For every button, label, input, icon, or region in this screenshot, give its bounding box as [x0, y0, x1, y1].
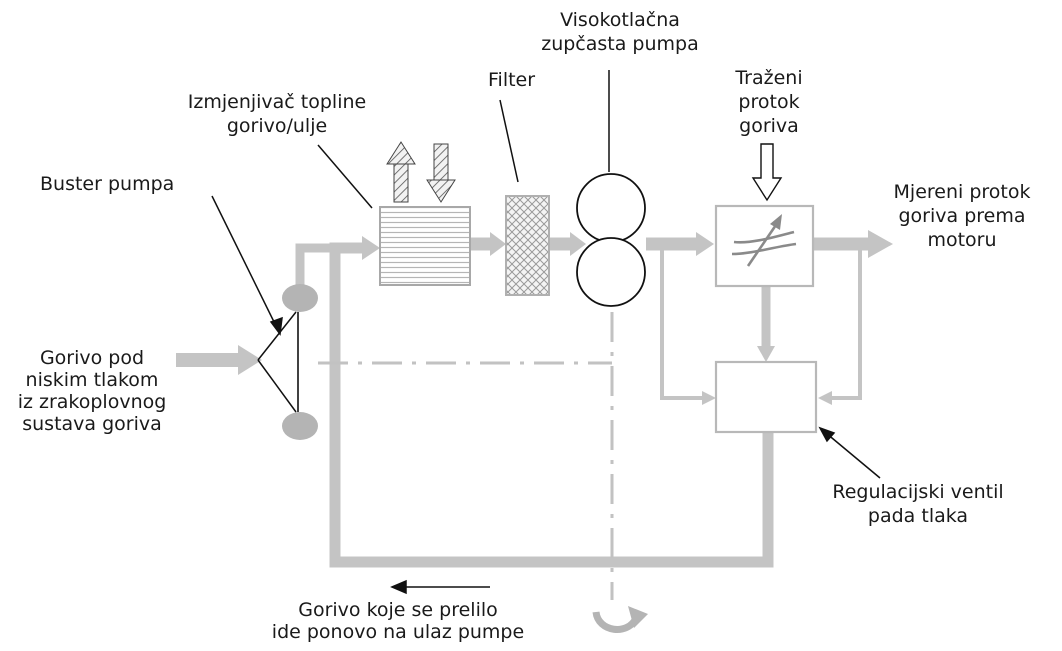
- booster-pump: [282, 284, 318, 440]
- label-filter-line-1: Filter: [488, 69, 535, 91]
- metering-variable-arrowhead: [770, 214, 782, 230]
- return-indicator-head: [390, 579, 407, 595]
- pipes: [176, 237, 872, 568]
- hp-pump-upper-gear: [576, 173, 646, 243]
- label-input-fuel-line-3: iz zrakoplovnog: [18, 391, 167, 413]
- metering-valve-box: [714, 204, 815, 288]
- label-pressure-valve-line-2: pada tlaka: [868, 505, 968, 527]
- booster-pump-upper: [282, 284, 318, 312]
- regulator-right-arrowhead: [818, 391, 832, 405]
- pump-outlet-branch: [660, 244, 706, 400]
- filter-element: [505, 195, 550, 296]
- heat-exchanger: [379, 141, 471, 286]
- drain-arrow: [592, 606, 648, 633]
- label-input-fuel-line-2: niskim tlakom: [26, 369, 159, 391]
- output-feedback-branch: [830, 244, 862, 400]
- input-fork-lower: [257, 359, 297, 413]
- valve-inlet-arrowhead: [696, 232, 714, 256]
- regulator-left-arrowhead: [702, 391, 716, 405]
- label-hp-pump-line-1: Visokotlačna: [560, 9, 680, 31]
- label-metered-flow-line-3: motoru: [927, 229, 996, 251]
- return-loop-pipe: [329, 242, 774, 568]
- heat-exchanger-box: [379, 206, 471, 286]
- label-demanded-flow-line-3: goriva: [739, 115, 799, 137]
- label-filter: Filter: [488, 69, 535, 91]
- input-fork-upper: [257, 311, 297, 361]
- label-demanded-flow-line-2: protok: [738, 91, 799, 113]
- label-input-fuel-line-1: Gorivo pod: [40, 347, 144, 369]
- pressure-regulator-box: [714, 360, 818, 434]
- label-booster-pump-line-1: Buster pumpa: [40, 173, 174, 195]
- metering-valve: [714, 204, 815, 288]
- label-return-fuel-line-2: ide ponovo na ulaz pumpe: [272, 621, 524, 643]
- demanded-flow-arrow: [751, 143, 783, 202]
- drain-arrow-curve: [592, 611, 640, 633]
- label-return-fuel-line-1: Gorivo koje se prelilo: [298, 599, 498, 621]
- label-metered-flow-line-1: Mjereni protok: [894, 181, 1031, 203]
- hx-leader: [317, 144, 373, 209]
- hp-pump-lower-gear: [576, 237, 646, 307]
- leader-lines: [211, 70, 881, 595]
- hx-up-arrow-head: [386, 141, 416, 165]
- filter-inlet-arrowhead: [490, 232, 506, 256]
- hx-down-arrow-shaft: [433, 143, 449, 183]
- regulator-leader: [825, 432, 881, 479]
- label-booster-pump: Buster pumpa: [40, 173, 174, 195]
- regulator-top-arrowhead: [757, 346, 775, 362]
- booster-leader-head: [269, 316, 283, 336]
- pipe-arrowheads: [238, 230, 893, 405]
- label-pressure-valve-line-1: Regulacijski ventil: [832, 481, 1003, 503]
- label-demanded-flow-line-1: Traženi: [734, 67, 802, 89]
- booster-leader: [211, 195, 279, 331]
- input-arrowhead: [238, 345, 262, 375]
- regulator-leader-head: [818, 426, 836, 443]
- hx-up-arrow-shaft: [393, 161, 409, 203]
- drain-arrow-head: [628, 606, 648, 628]
- pump-inlet-arrowhead: [570, 232, 586, 256]
- label-heat-exchanger-line-2: gorivo/ulje: [227, 115, 327, 137]
- booster-pump-lower: [282, 412, 318, 440]
- output-arrowhead: [868, 230, 893, 258]
- label-heat-exchanger-line-1: Izmjenjivač topline: [188, 91, 366, 113]
- metering-variable-arrow: [746, 221, 780, 267]
- label-input-fuel-line-4: sustava goriva: [22, 413, 162, 435]
- dash-dot-lines: [318, 312, 614, 600]
- hp-gear-pump: [576, 173, 646, 307]
- label-metered-flow-line-2: goriva prema: [899, 205, 1026, 227]
- filter-leader: [499, 99, 519, 183]
- hx-down-arrow-head: [426, 179, 456, 203]
- hx-inlet-arrowhead: [362, 236, 380, 260]
- label-hp-pump-line-2: zupčasta pumpa: [541, 33, 699, 55]
